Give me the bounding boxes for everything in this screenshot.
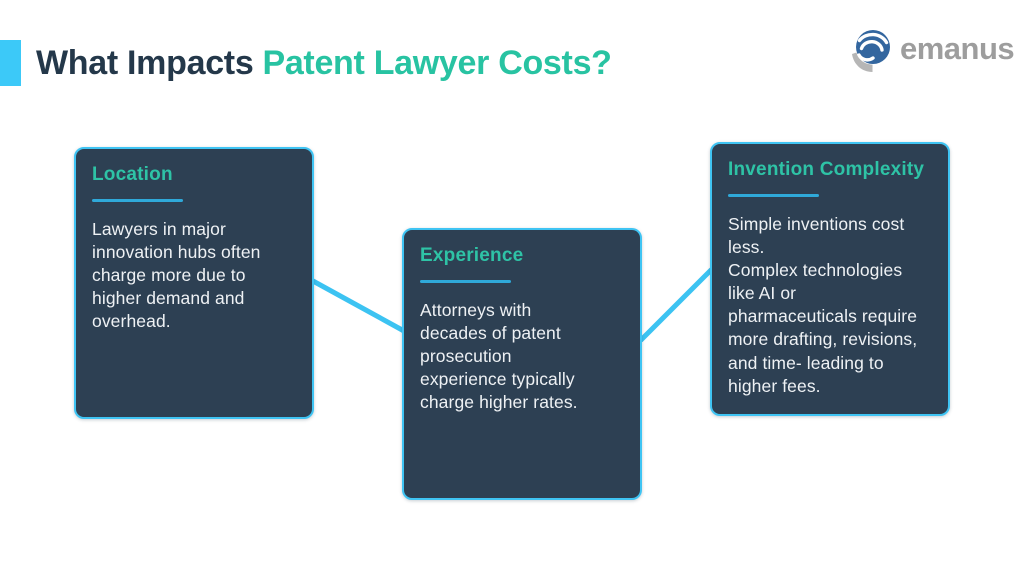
card-invention-complexity-body: Simple inventions cost less. Complex tec… bbox=[728, 214, 918, 396]
card-location: Location Lawyers in major innovation hub… bbox=[74, 147, 314, 419]
page-title-highlight: Patent Lawyer Costs? bbox=[262, 44, 612, 82]
card-location-title: Location bbox=[92, 164, 173, 185]
connector-location-experience bbox=[310, 278, 407, 334]
card-invention-complexity-title: Invention Complexity bbox=[728, 159, 925, 180]
card-invention-complexity-underline bbox=[728, 194, 819, 197]
page-title-prefix: What Impacts bbox=[36, 44, 254, 82]
card-location-body: Lawyers in major innovation hubs often c… bbox=[92, 219, 261, 332]
title-accent-bar bbox=[0, 40, 21, 86]
emanus-swirl-icon bbox=[852, 30, 890, 72]
card-experience-title: Experience bbox=[420, 245, 524, 266]
card-experience-body: Attorneys with decades of patent prosecu… bbox=[420, 300, 578, 413]
card-location-underline bbox=[92, 199, 183, 202]
card-experience: Experience Attorneys with decades of pat… bbox=[402, 228, 642, 500]
connector-experience-complexity bbox=[638, 267, 714, 343]
emanus-logo: emanus bbox=[849, 27, 1015, 73]
emanus-logo-text: emanus bbox=[900, 30, 1015, 66]
card-experience-underline bbox=[420, 280, 511, 283]
card-invention-complexity: Invention Complexity Simple inventions c… bbox=[710, 142, 950, 416]
